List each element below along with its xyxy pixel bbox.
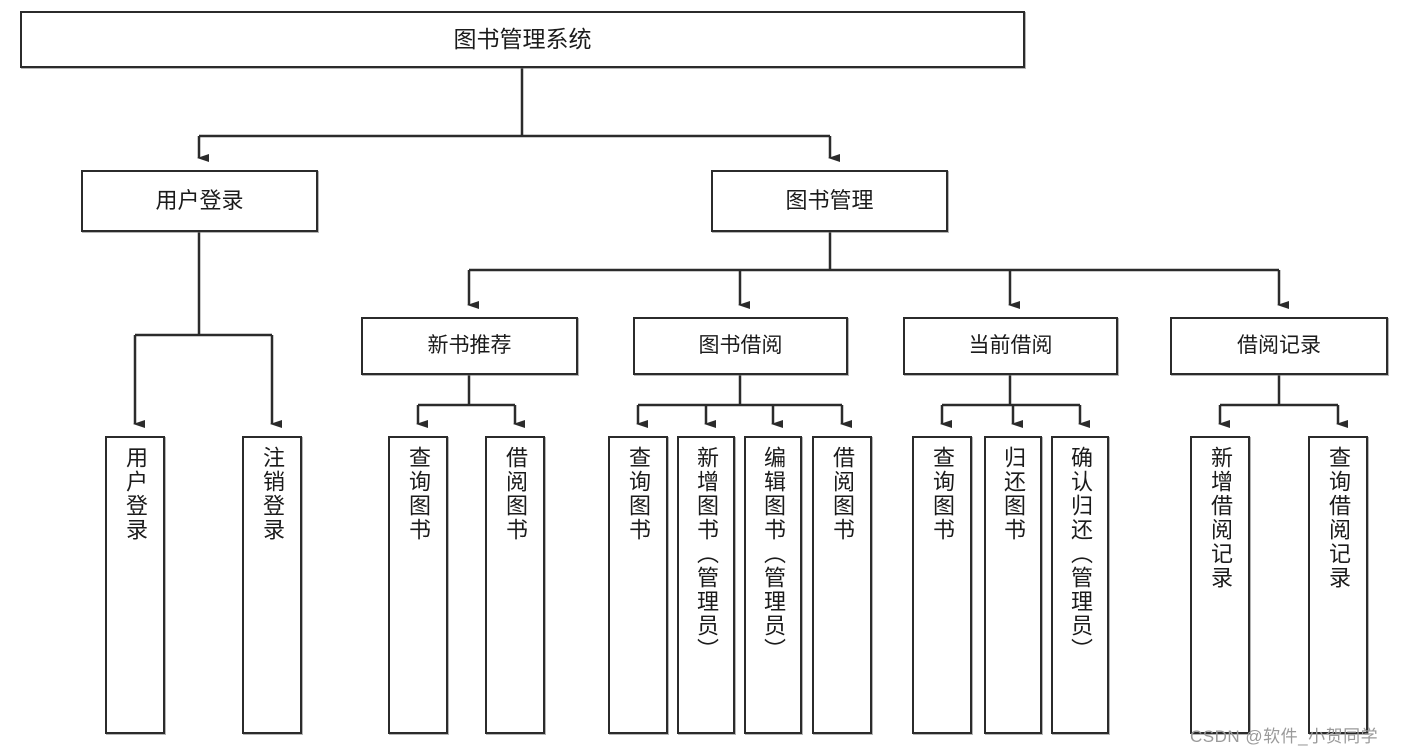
node-label: 图书管理 [785, 188, 874, 214]
node-root-system[interactable]: 图书管理系统 [20, 11, 1025, 68]
node-label: 新书推荐 [427, 333, 512, 357]
node-borrow-record[interactable]: 借阅记录 [1170, 317, 1388, 375]
node-leaf-return-book[interactable]: 归还图书 [984, 436, 1042, 734]
node-label: 注销登录 [260, 446, 285, 542]
node-leaf-edit-book-admin[interactable]: 编辑图书（管理员） [744, 436, 802, 734]
node-leaf-borrow-book[interactable]: 借阅图书 [812, 436, 872, 734]
node-leaf-add-book-admin[interactable]: 新增图书（管理员） [677, 436, 735, 734]
edge-group-borrow-record [1218, 375, 1348, 428]
node-new-book-recommend[interactable]: 新书推荐 [361, 317, 578, 375]
node-label: 借阅记录 [1237, 333, 1321, 357]
node-leaf-query-book-recommend[interactable]: 查询图书 [388, 436, 448, 734]
node-label: 查询图书 [626, 446, 651, 542]
edge-group-root [197, 68, 840, 162]
node-book-manage[interactable]: 图书管理 [711, 170, 948, 232]
edge-group-current-borrow [940, 375, 1090, 428]
node-label: 借阅图书 [830, 446, 855, 542]
node-label: 编辑图书（管理员） [761, 446, 786, 662]
node-leaf-confirm-return-admin[interactable]: 确认归还（管理员） [1051, 436, 1109, 734]
node-leaf-user-login[interactable]: 用户登录 [105, 436, 165, 734]
node-label: 借阅图书 [503, 446, 528, 542]
node-label: 新增图书（管理员） [694, 446, 719, 662]
node-label: 图书管理系统 [453, 26, 592, 53]
node-book-borrow[interactable]: 图书借阅 [633, 317, 848, 375]
node-label: 当前借阅 [968, 333, 1053, 357]
edge-group-new-book-rec [416, 375, 525, 428]
node-label: 查询图书 [930, 446, 955, 542]
edge-group-book-manage [467, 232, 1289, 309]
node-leaf-borrow-book-recommend[interactable]: 借阅图书 [485, 436, 545, 734]
node-label: 查询图书 [406, 446, 431, 542]
node-user-login[interactable]: 用户登录 [81, 170, 318, 232]
node-label: 确认归还（管理员） [1068, 446, 1093, 662]
node-leaf-user-logout[interactable]: 注销登录 [242, 436, 302, 734]
node-label: 用户登录 [123, 446, 148, 542]
node-label: 新增借阅记录 [1208, 446, 1233, 590]
node-leaf-query-book-current[interactable]: 查询图书 [912, 436, 972, 734]
watermark-text: CSDN @软件_小贺同学 [1190, 727, 1379, 746]
node-leaf-add-borrow-record[interactable]: 新增借阅记录 [1190, 436, 1250, 734]
edge-group-user-login [133, 232, 282, 428]
node-current-borrow[interactable]: 当前借阅 [903, 317, 1118, 375]
node-label: 用户登录 [155, 188, 244, 214]
node-label: 查询借阅记录 [1326, 446, 1351, 590]
edge-group-book-borrow [636, 375, 852, 428]
node-leaf-query-borrow-record[interactable]: 查询借阅记录 [1308, 436, 1368, 734]
node-label: 图书借阅 [698, 333, 783, 357]
node-label: 归还图书 [1001, 446, 1026, 542]
node-leaf-query-book-borrow[interactable]: 查询图书 [608, 436, 668, 734]
